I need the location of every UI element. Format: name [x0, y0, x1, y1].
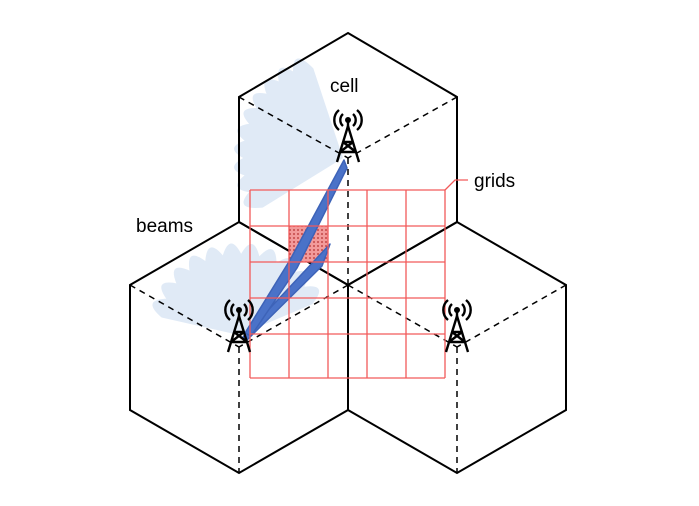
beam-petal: [239, 248, 277, 335]
beam-petal: [237, 123, 343, 158]
beam-petal: [237, 158, 343, 193]
cell-hexagons: [129, 31, 567, 475]
grids-label: grids: [474, 171, 515, 192]
beam-petal: [278, 67, 343, 158]
beam-petal: [234, 155, 343, 178]
beams-label: beams: [136, 216, 193, 237]
beam-petal: [152, 298, 239, 335]
dashed-edges: [129, 96, 567, 473]
cell-tower-icon: [442, 299, 472, 353]
beam-petal: [173, 267, 239, 335]
cell-tower-icon: [333, 109, 363, 163]
cell-label: cell: [330, 76, 359, 97]
beam-petal: [293, 58, 343, 158]
beam-petal: [161, 282, 239, 335]
beam-fans: [152, 58, 343, 335]
beam-petal: [243, 108, 343, 158]
beam-petal: [264, 79, 343, 158]
grids-leader-line: [444, 179, 468, 191]
grid-lines: [249, 189, 446, 379]
beam-petal: [205, 247, 239, 335]
active-beam-from-top-tower: [244, 159, 348, 337]
beam-petal: [243, 158, 343, 208]
cell-tower-icon: [224, 299, 254, 353]
